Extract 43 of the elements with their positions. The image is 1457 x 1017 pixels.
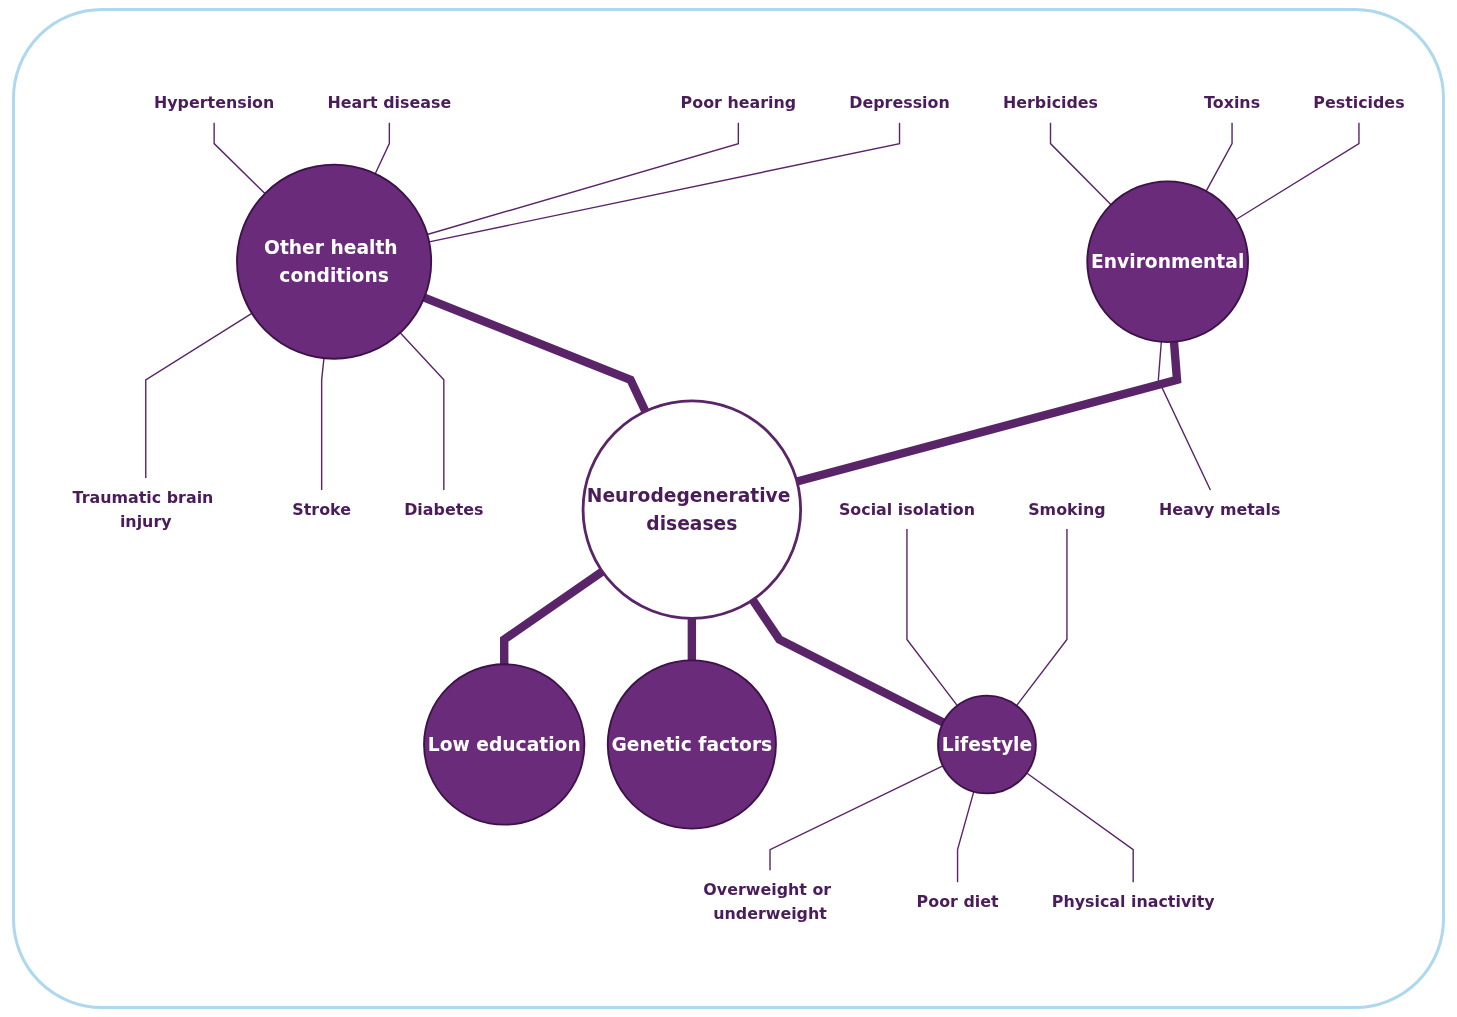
connector [1235,121,1360,221]
node-text: Stroke [292,499,351,519]
connector [500,568,605,665]
node-text: Physical inactivity [1051,891,1215,911]
connector [1157,341,1212,491]
connector [374,121,391,175]
node-text: Poor hearing [680,93,797,112]
node-text: Pesticides [1313,93,1405,112]
node-text: Herbicides [1002,93,1099,112]
node-circle: Lifestyle [937,694,1037,795]
node-text: Overweight or underweight [703,879,832,923]
connector [749,597,946,727]
connector [320,357,325,491]
connector [426,121,740,236]
connector [428,121,901,243]
connector [906,528,958,707]
connector [1025,772,1134,884]
node-text: Heavy metals [1158,499,1281,519]
connector [1015,528,1068,707]
node-circle: Other health conditions [236,163,433,360]
node-text: Social isolation [838,499,975,519]
node-text: Smoking [1028,499,1106,519]
node-text: Heart disease [327,93,452,112]
connector [422,293,650,414]
connector [795,341,1182,486]
connector [399,332,445,491]
node-text: Traumatic brain injury [72,487,214,531]
connector [1049,121,1112,206]
node-text: Poor diet [916,891,999,911]
node-text: Diabetes [404,499,484,519]
connector [687,618,697,661]
connector [769,765,944,872]
node-circle: Environmental [1086,180,1249,344]
node-text: Depression [849,93,950,112]
node-text: Toxins [1204,93,1261,112]
connector [1205,121,1233,192]
node-circle: Genetic factors [606,659,777,830]
node-circle: Neurodegenerative diseases [581,399,803,620]
connector [956,790,975,884]
node-text: Hypertension [153,93,275,112]
connector [145,312,253,480]
node-circle: Low education [423,663,586,826]
connector [213,121,266,195]
